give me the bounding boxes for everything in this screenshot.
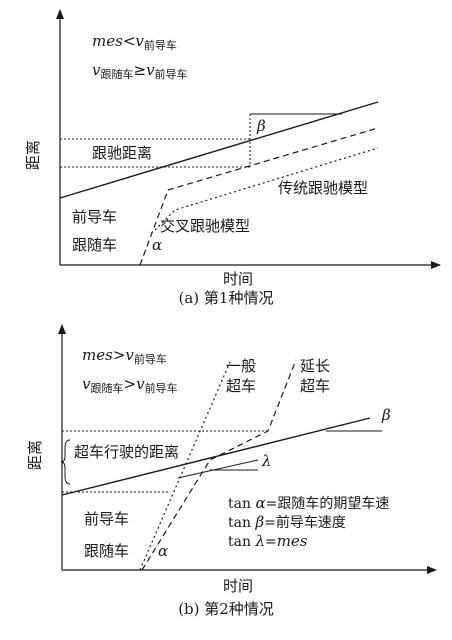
lambda-label: λ bbox=[261, 452, 272, 470]
panel-2: mes>v前导车 v跟随车>v前导车 一般 超车 延长 超车 β 距离 超车行驶… bbox=[26, 324, 437, 618]
caption-1: (a) 第1种情况 bbox=[179, 289, 274, 307]
follower-label-2: 跟随车 bbox=[84, 542, 129, 560]
y-axis-label-1: 距离 bbox=[24, 140, 42, 170]
alpha-label-1: α bbox=[152, 236, 162, 254]
beta-label-2: β bbox=[381, 406, 391, 424]
extended-overtake-curve bbox=[141, 359, 297, 571]
condition-1-line-2: v跟随车≥v前导车 bbox=[92, 61, 188, 81]
condition-2-line-2: v跟随车>v前导车 bbox=[82, 375, 178, 395]
traditional-model-label: 传统跟驰模型 bbox=[278, 179, 368, 197]
panel-1: mes<v前导车 v跟随车≥v前导车 距离 时间 跟驰距离 β 传统跟驰模型 交… bbox=[24, 9, 441, 307]
extended-overtake-label-2: 超车 bbox=[300, 377, 330, 395]
leader-line-1 bbox=[59, 101, 379, 199]
overtake-distance-label: 超车行驶的距离 bbox=[74, 443, 179, 461]
leader-label-1: 前导车 bbox=[72, 208, 117, 226]
condition-1-line-1: mes<v前导车 bbox=[92, 32, 177, 52]
caption-2: (b) 第2种情况 bbox=[178, 600, 274, 618]
alpha-label-2: α bbox=[158, 542, 168, 560]
beta-label-1: β bbox=[256, 117, 266, 135]
gap-label: 跟驰距离 bbox=[92, 144, 152, 162]
x-axis-label-1: 时间 bbox=[223, 270, 253, 288]
leader-line-2 bbox=[61, 417, 371, 496]
legend-line-2: tan β=前导车速度 bbox=[228, 513, 346, 531]
leader-label-2: 前导车 bbox=[84, 510, 129, 528]
y-axis-label-2: 距离 bbox=[26, 440, 44, 470]
overtake-distance-brace bbox=[60, 439, 71, 485]
legend-line-3: tan λ=mes bbox=[228, 532, 308, 550]
lambda-slope bbox=[177, 459, 259, 479]
condition-2-line-1: mes>v前导车 bbox=[82, 346, 167, 366]
x-axis-label-2: 时间 bbox=[223, 577, 253, 595]
legend-line-1: tan α=跟随车的期望车速 bbox=[228, 494, 389, 512]
follower-label-1: 跟随车 bbox=[72, 236, 117, 254]
general-overtake-label-1: 一般 bbox=[226, 357, 256, 375]
general-overtake-label-2: 超车 bbox=[226, 377, 256, 395]
cross-model-label: 交叉跟驰模型 bbox=[160, 217, 250, 235]
extended-overtake-label-1: 延长 bbox=[300, 357, 330, 375]
cross-follow-curve bbox=[139, 127, 379, 266]
